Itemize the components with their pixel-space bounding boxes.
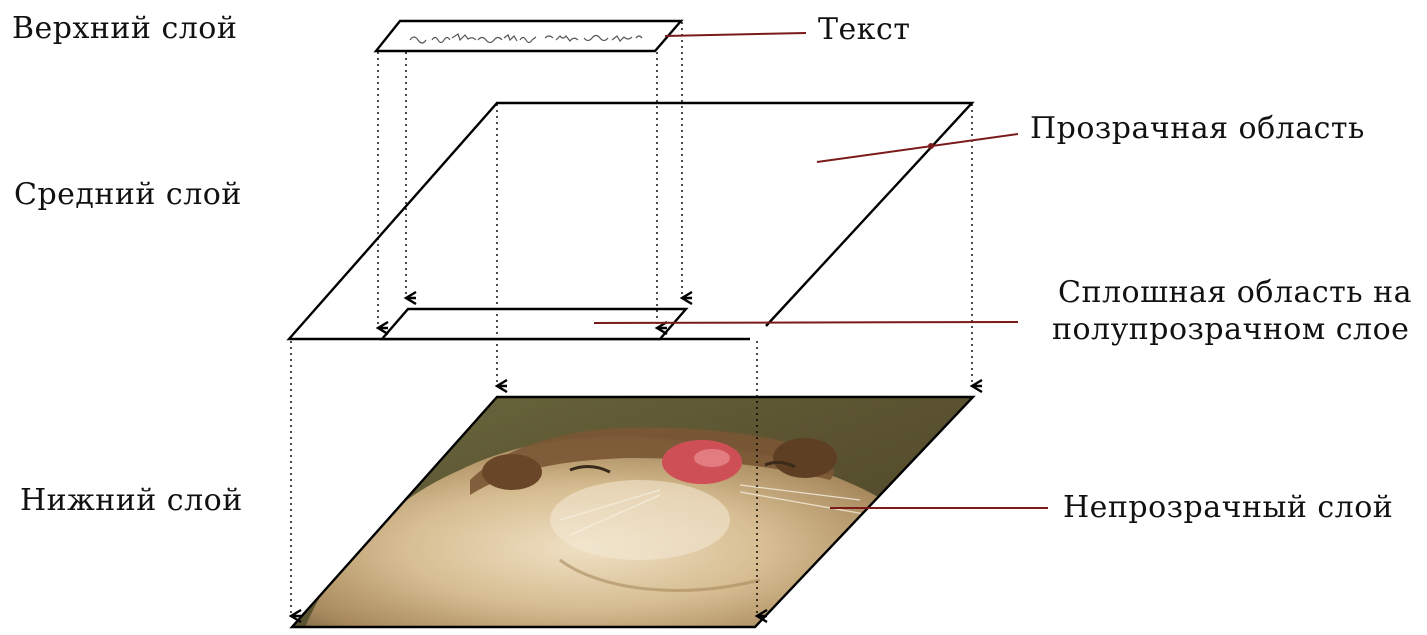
label-bottom-layer: Нижний слой — [20, 483, 243, 518]
leader-text — [664, 32, 807, 37]
projection-lines — [291, 22, 972, 616]
callout-solid-area-line2: полупрозрачном слое — [1052, 312, 1410, 347]
top-layer — [373, 19, 684, 53]
bottom-layer — [289, 395, 976, 629]
label-middle-layer: Средний слой — [14, 177, 242, 212]
callout-opaque-layer: Непрозрачный слой — [1063, 490, 1394, 525]
scribble-text-graphic — [409, 33, 643, 44]
callout-text: Текст — [818, 12, 911, 47]
leader-lines — [593, 32, 1048, 509]
leader-transparent-area — [816, 133, 1019, 163]
label-top-layer: Верхний слой — [12, 11, 238, 46]
callout-transparent-area: Прозрачная область — [1030, 111, 1365, 146]
leader-solid-area — [593, 321, 1019, 324]
solid-area-shape — [379, 307, 689, 341]
otter-photo — [292, 397, 973, 627]
callout-solid-area-line1: Сплошная область на — [1058, 275, 1413, 310]
middle-layer — [286, 101, 975, 341]
